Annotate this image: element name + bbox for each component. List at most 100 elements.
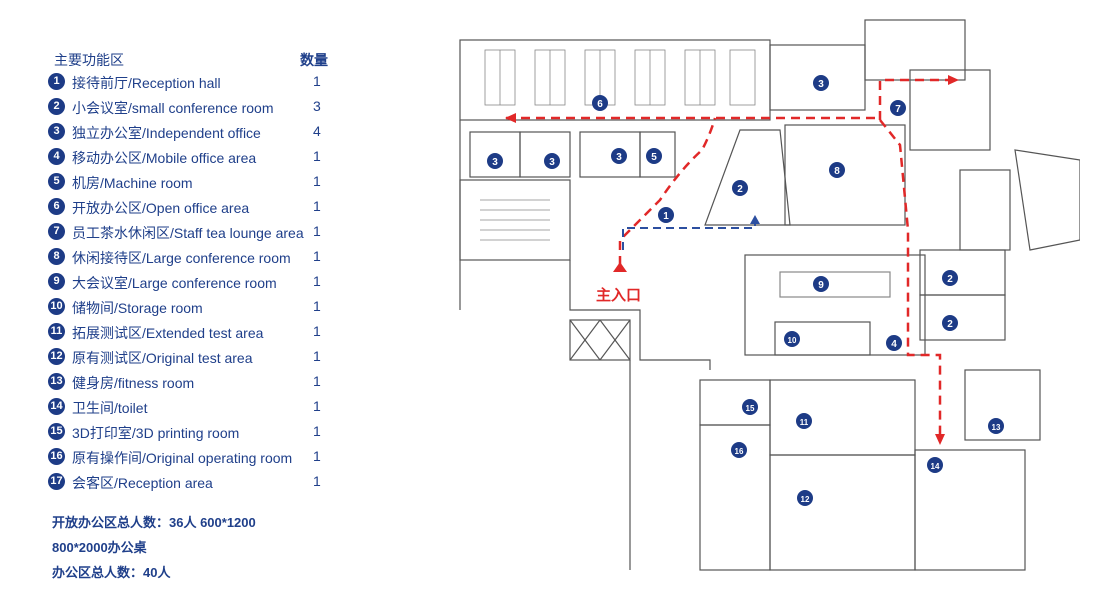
legend-label: 会客区/Reception area xyxy=(72,475,213,491)
small-conference-2 xyxy=(704,129,791,226)
legend-label: 储物间/Storage room xyxy=(72,300,203,316)
printing-room xyxy=(699,379,771,426)
number-badge: 16 xyxy=(48,448,65,465)
room-marker-number: 9 xyxy=(818,280,824,291)
number-badge: 15 xyxy=(48,423,65,440)
red-arrowhead-south xyxy=(935,434,945,445)
room-marker: 6 xyxy=(592,95,608,111)
number-badge: 6 xyxy=(48,198,65,215)
red-arrowhead-east xyxy=(948,75,959,85)
number-badge: 11 xyxy=(48,323,65,340)
number-badge: 4 xyxy=(48,148,65,165)
number-badge: 3 xyxy=(48,123,65,140)
note-open-office: 开放办公区总人数：36人 600*1200 xyxy=(52,515,256,530)
number-badge: 9 xyxy=(48,273,65,290)
plan-walls xyxy=(459,19,1081,571)
legend-qty: 4 xyxy=(313,123,321,139)
number-badge: 7 xyxy=(48,223,65,240)
legend-qty: 1 xyxy=(313,348,321,364)
legend-row: 11 拓展测试区/Extended test area 1 xyxy=(48,318,348,343)
room-marker-number: 6 xyxy=(597,99,603,110)
room-marker-number: 12 xyxy=(801,495,810,504)
blue-arrowhead xyxy=(750,215,760,224)
legend-label: 移动办公区/Mobile office area xyxy=(72,150,257,166)
room-marker: 2 xyxy=(942,270,958,286)
legend-qty: 1 xyxy=(313,273,321,289)
room-marker-number: 4 xyxy=(891,339,897,350)
red-circulation-path xyxy=(505,78,955,440)
number-badge: 14 xyxy=(48,398,65,415)
room-marker: 3 xyxy=(544,153,560,169)
legend-qty: 3 xyxy=(313,98,321,114)
legend-label: 原有测试区/Original test area xyxy=(72,350,253,366)
red-arrowhead-west xyxy=(505,113,516,123)
right-upper-room xyxy=(959,169,1011,251)
legend-label: 小会议室/small conference room xyxy=(72,100,274,116)
room-marker-number: 15 xyxy=(746,404,755,413)
room-marker-number: 16 xyxy=(735,447,744,456)
blue-circulation-path xyxy=(622,222,756,250)
legend-header-name: 主要功能区 xyxy=(54,52,124,68)
legend-qty: 1 xyxy=(313,73,321,89)
office-3c xyxy=(579,131,641,178)
room-marker: 13 xyxy=(988,418,1004,434)
number-badge: 17 xyxy=(48,473,65,490)
legend-header: 主要功能区 数量 xyxy=(48,44,348,68)
room-marker: 1 xyxy=(658,207,674,223)
legend-label: 员工茶水休闲区/Staff tea lounge area xyxy=(72,225,304,241)
number-badge: 13 xyxy=(48,373,65,390)
room-marker-number: 14 xyxy=(931,462,940,471)
legend-qty: 1 xyxy=(313,248,321,264)
legend-label: 原有操作间/Original operating room xyxy=(72,450,293,466)
room-marker: 3 xyxy=(487,153,503,169)
tea-area-top xyxy=(864,19,966,81)
room-marker: 14 xyxy=(927,457,943,473)
room-marker: 15 xyxy=(742,399,758,415)
room-marker-number: 3 xyxy=(492,157,498,168)
room-marker-number: 10 xyxy=(788,336,797,345)
number-badge: 2 xyxy=(48,98,65,115)
room-marker-number: 8 xyxy=(834,166,840,177)
main-entrance-label: 主入口 xyxy=(596,287,642,304)
legend-label: 拓展测试区/Extended test area xyxy=(72,325,264,341)
legend-header-qty: 数量 xyxy=(300,52,328,68)
room-marker-number: 2 xyxy=(947,274,953,285)
room-marker: 2 xyxy=(942,315,958,331)
legend-label: 卫生间/toilet xyxy=(72,400,148,416)
room-marker: 11 xyxy=(796,413,812,429)
number-badge: 12 xyxy=(48,348,65,365)
elevator-shaft xyxy=(569,319,631,361)
room-marker-number: 7 xyxy=(895,104,901,115)
room-marker: 5 xyxy=(646,148,662,164)
office-3b xyxy=(519,131,571,178)
room-marker-number: 3 xyxy=(549,157,555,168)
legend-row: 2 小会议室/small conference room 3 xyxy=(48,93,348,118)
machine-room xyxy=(639,131,676,178)
legend-qty: 1 xyxy=(313,148,321,164)
entrance-triangle xyxy=(613,262,627,272)
legend-qty: 1 xyxy=(313,323,321,339)
extended-test-area xyxy=(769,379,916,456)
headcount-notes: 开放办公区总人数：36人 600*1200 800*2000办公桌 办公区总人数… xyxy=(52,514,256,589)
room-marker: 9 xyxy=(813,276,829,292)
legend-label: 健身房/fitness room xyxy=(72,375,195,391)
legend-row: 1 接待前厅/Reception hall 1 xyxy=(48,68,348,93)
room-marker-number: 2 xyxy=(737,184,743,195)
legend-label: 休闲接待区/Large conference room xyxy=(72,250,291,266)
staff-lounge-7 xyxy=(909,69,991,151)
legend-label: 接待前厅/Reception hall xyxy=(72,75,221,91)
number-badge: 1 xyxy=(48,73,65,90)
storage-room xyxy=(774,321,871,356)
note-total-staff: 办公区总人数：40人 xyxy=(52,565,171,580)
